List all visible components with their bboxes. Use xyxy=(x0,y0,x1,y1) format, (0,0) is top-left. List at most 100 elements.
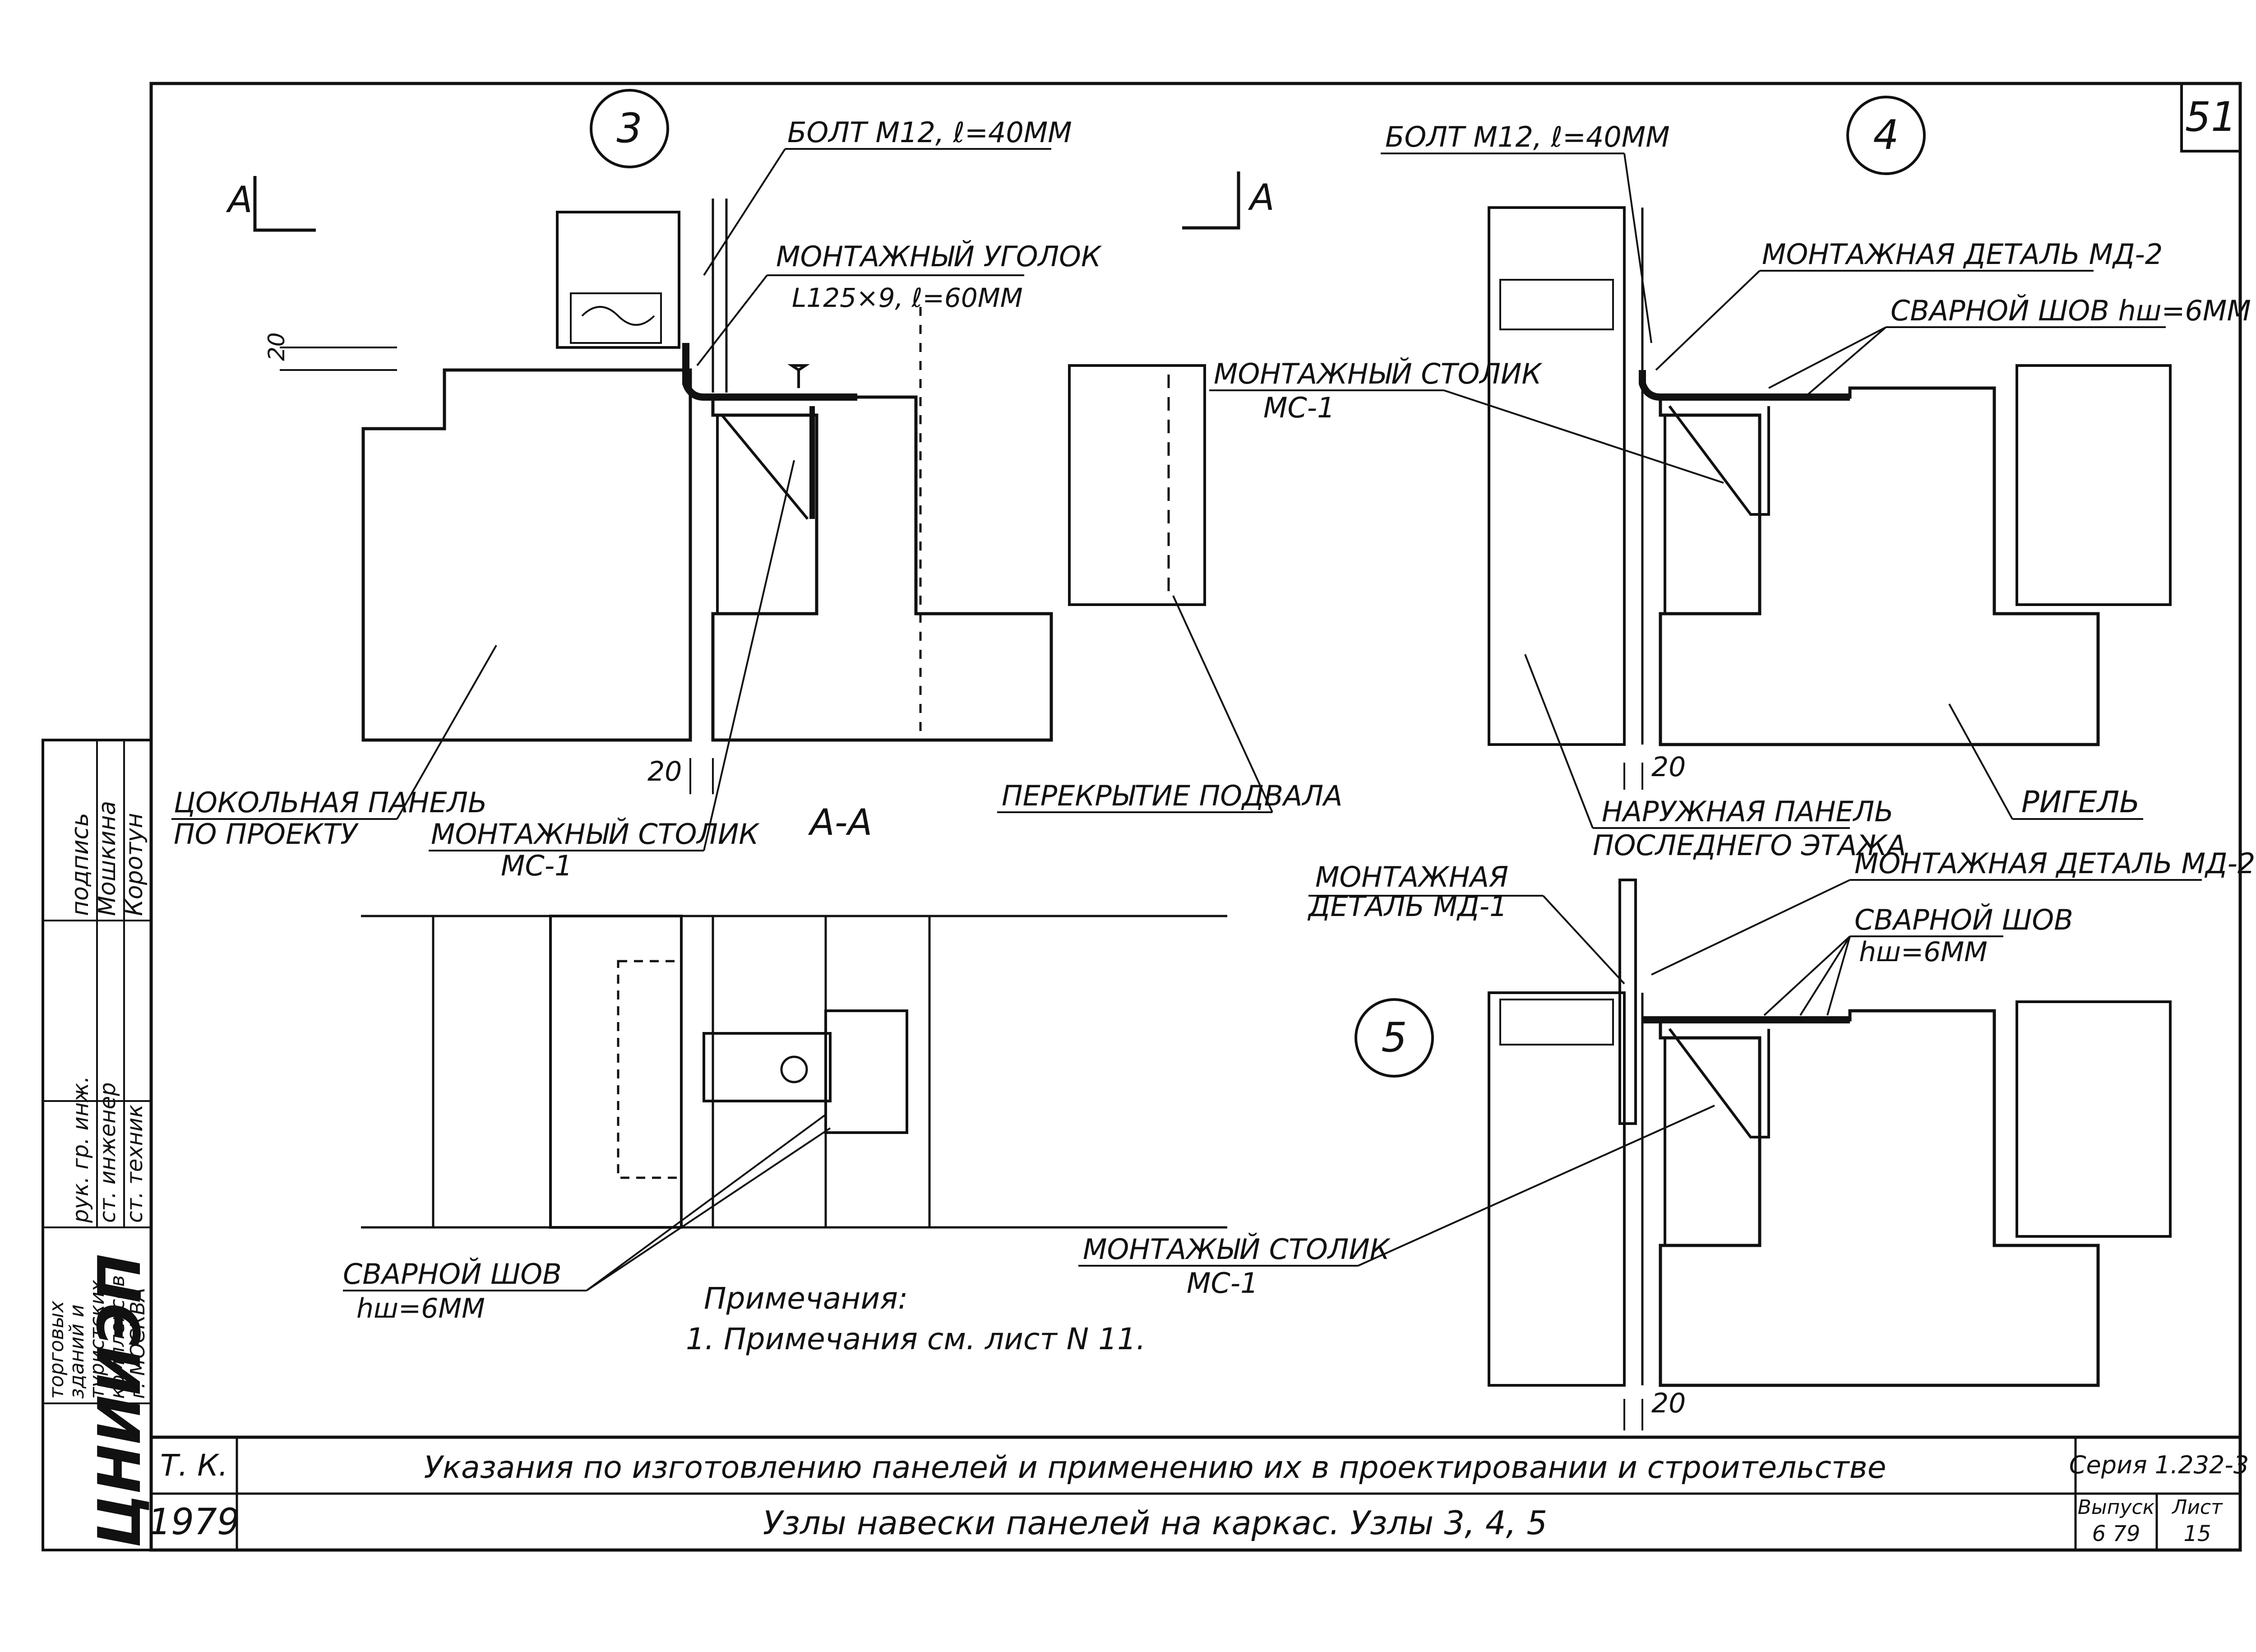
node-3-angle-title: МОНТАЖНЫЙ УГОЛОК xyxy=(776,240,1102,273)
stamp-org-3: туристских xyxy=(86,1280,109,1399)
node-4-angle xyxy=(1639,370,1850,401)
md1-plate xyxy=(1618,879,1637,1125)
tb-code: Т. К. xyxy=(160,1448,228,1483)
dim-20-horizontal: 20 xyxy=(647,756,682,787)
section-weld-label-2: hш=6ММ xyxy=(356,1293,485,1324)
node-5-table-label-1: МОНТАЖЫЙ СТОЛИК xyxy=(1083,1232,1391,1266)
node-5-weld-label-2: hш=6ММ xyxy=(1859,936,1988,968)
seal-gasket xyxy=(570,292,662,344)
tb-series: Серия 1.232-3 xyxy=(2069,1451,2249,1479)
socle-panel xyxy=(361,368,692,742)
section-mark-left-letter: A xyxy=(226,179,253,221)
section-angle xyxy=(703,1032,832,1102)
basement-slab-label: ПЕРЕКРЫТИЕ ПОДВАЛА xyxy=(1002,779,1342,812)
stamp-org-5: г. МОСКВА xyxy=(126,1288,149,1399)
stamp-role-3: ст. техник xyxy=(122,1105,148,1223)
node-5-marker xyxy=(1355,998,1434,1078)
node-4-gasket xyxy=(1499,279,1614,330)
stamp-role-2: ст. инженер xyxy=(95,1082,120,1223)
mounting-table-label-2: МС-1 xyxy=(501,849,573,882)
tb-issue-label: Выпуск xyxy=(2078,1496,2155,1519)
table-gusset xyxy=(721,414,809,520)
basement-slab-section xyxy=(711,395,1053,742)
node-5-dim-20: 20 xyxy=(1651,1388,1686,1419)
stamp-role-1: рук. гр. инж. xyxy=(68,1076,93,1223)
girder-section xyxy=(1659,386,2100,746)
node-5-girder xyxy=(1659,1009,2100,1387)
side-stamp: подпись Мошкина Коротун рук. гр. инж. ст… xyxy=(42,739,154,1551)
mounting-table-pocket xyxy=(716,414,818,615)
outer-panel-label-2: ПОСЛЕДНЕГО ЭТАЖА xyxy=(1593,829,1906,862)
node-4-table-pocket xyxy=(1664,414,1761,615)
section-weld-label-1: СВАРНОЙ ШОВ xyxy=(343,1257,562,1291)
section-a-a: А-А СВАРНОЙ ШОВ hш=6ММ Примечания: 1. Пр… xyxy=(343,801,1227,1356)
node-4-dim-20: 20 xyxy=(1651,751,1686,783)
node-4: 4 БОЛТ М12, ℓ=40ММ МОНТАЖНАЯ ДЕТАЛЬ МД-2… xyxy=(1209,96,2251,862)
node-5-hollow-slab xyxy=(2016,1000,2172,1238)
tb-issue-value: 6 79 xyxy=(2092,1521,2140,1546)
section-mark-right-letter: A xyxy=(1248,176,1275,218)
md1-label-1: МОНТАЖНАЯ xyxy=(1315,861,1508,893)
socle-panel-label-2: ПО ПРОЕКТУ xyxy=(174,818,359,851)
org-logo: ЦНИИЭП xyxy=(85,1254,154,1548)
dim-20-vertical: 20 xyxy=(264,332,290,361)
stamp-name-1: Мошкина xyxy=(94,801,121,916)
sheet-number-box xyxy=(2180,82,2242,153)
section-mark-left xyxy=(253,176,316,232)
node-5-md2-label: МОНТАЖНАЯ ДЕТАЛЬ МД-2 xyxy=(1854,847,2255,880)
node-3: 3 A A 20 20 БОЛТ М12, xyxy=(171,89,1342,882)
section-table-plate xyxy=(824,1009,908,1134)
section-wall-panel xyxy=(549,915,683,1229)
sheet-corner-number: 51 xyxy=(2185,93,2237,141)
node-4-number: 4 xyxy=(1873,111,1899,159)
node-3-marker xyxy=(590,89,669,168)
tb-year: 1979 xyxy=(148,1501,240,1543)
node-5: 5 МОНТАЖНАЯ ДЕТАЛЬ МД-1 МОНТАЖНАЯ ДЕТАЛЬ… xyxy=(1078,847,2255,1430)
tb-line-2: Узлы навески панелей на каркас. Узлы 3, … xyxy=(763,1504,1547,1542)
notes-item-1: 1. Примечания см. лист N 11. xyxy=(686,1322,1146,1356)
node-5-gasket xyxy=(1499,999,1614,1046)
node-5-mounting-table xyxy=(1668,1028,1770,1138)
section-bolt xyxy=(780,1055,808,1083)
section-mark-right xyxy=(1182,171,1240,230)
node-5-table-label-2: МС-1 xyxy=(1187,1267,1258,1300)
node-4-weld-label: СВАРНОЙ ШОВ hш=6ММ xyxy=(1891,294,2251,327)
node-4-md2-label: МОНТАЖНАЯ ДЕТАЛЬ МД-2 xyxy=(1762,238,2163,271)
node-5-table-pocket xyxy=(1664,1037,1761,1247)
girder-label: РИГЕЛЬ xyxy=(2021,785,2140,819)
outer-panel-top-floor xyxy=(1488,206,1626,746)
section-a-a-title: А-А xyxy=(808,801,872,843)
mounting-angle xyxy=(682,343,857,401)
node-4-bolt-label: БОЛТ М12, ℓ=40ММ xyxy=(1385,120,1670,153)
node-4-table-label-1: МОНТАЖНЫЙ СТОЛИК xyxy=(1214,357,1543,390)
tb-sheet-label: Лист xyxy=(2171,1496,2223,1519)
notes-title: Примечания: xyxy=(704,1281,908,1316)
md1-label-2: ДЕТАЛЬ МД-1 xyxy=(1307,890,1507,923)
node-5-number: 5 xyxy=(1381,1014,1407,1061)
stamp-org-2: зданий и xyxy=(65,1305,88,1399)
stamp-name-2: Коротун xyxy=(121,813,148,916)
node-4-mounting-table xyxy=(1668,405,1770,516)
node-4-hollow-slab xyxy=(2016,364,2172,606)
node-4-table-label-2: МС-1 xyxy=(1263,391,1335,424)
title-block: Т. К. 1979 Указания по изготовлению пане… xyxy=(148,1435,2249,1552)
node-5-weld-label-1: СВАРНОЙ ШОВ xyxy=(1854,903,2073,936)
stamp-org-4: комплексов xyxy=(106,1275,129,1399)
node-4-marker xyxy=(1846,96,1926,175)
section-insert xyxy=(617,960,683,1179)
tb-line-1: Указания по изготовлению панелей и приме… xyxy=(424,1450,1886,1485)
socle-panel-label-1: ЦОКОЛЬНАЯ ПАНЕЛЬ xyxy=(174,786,487,819)
hollow-slab xyxy=(1068,364,1206,606)
outer-panel-label-1: НАРУЖНАЯ ПАНЕЛЬ xyxy=(1602,795,1894,828)
stamp-org-1: торговых xyxy=(45,1300,68,1399)
seal-gasket-spiral xyxy=(581,306,655,326)
node-3-angle-spec: L125×9, ℓ=60ММ xyxy=(792,282,1023,313)
node-3-bolt-label: БОЛТ М12, ℓ=40ММ xyxy=(787,116,1072,149)
wall-panel-insulation xyxy=(556,211,680,349)
tb-sheet-value: 15 xyxy=(2183,1521,2211,1546)
node-5-wall-panel xyxy=(1488,991,1626,1387)
bolt-nut xyxy=(787,364,810,388)
node-3-number: 3 xyxy=(616,105,642,152)
stamp-col-label: подпись xyxy=(67,813,94,916)
